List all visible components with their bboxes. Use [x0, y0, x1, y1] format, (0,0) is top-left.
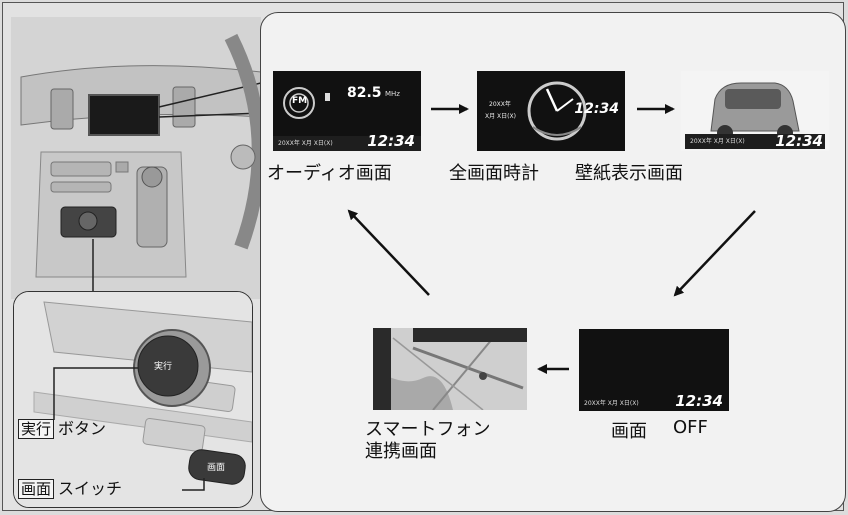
smartphone-label-line1: スマートフォン [365, 419, 491, 440]
audio-date-bar: 20XX年 X月 X日(X) [273, 136, 421, 151]
smartphone-label-line2: 連携画面 [365, 441, 437, 462]
wallpaper-time: 12:34 [775, 132, 823, 150]
arrow-smartphone-to-audio [347, 209, 430, 296]
clock-screen-label: 全画面時計 [449, 163, 539, 184]
wallpaper-screen: 20XX年 X月 X日(X) 12:34 [681, 71, 829, 151]
fm-icon [283, 87, 330, 119]
clock-screen: 20XX年 X月 X日(X) 12:34 [477, 71, 625, 151]
audio-frequency: 82.5 [347, 85, 382, 101]
off-screen-label-off: OFF [673, 417, 708, 438]
off-date-bar: 20XX年 X月 X日(X) [579, 396, 729, 411]
controls-zoom: 実行 画面 実行ボタン 画面スイッチ [13, 291, 253, 508]
audio-screen: FM 82.5 MHz 20XX年 X月 X日(X) 12:34 [273, 71, 421, 151]
off-time: 12:34 [675, 392, 723, 410]
wallpaper-screen-label: 壁紙表示画面 [575, 163, 683, 184]
arrow-wallpaper-to-off [673, 210, 756, 297]
screen-switch-label: 画面スイッチ [18, 479, 122, 499]
screen-box: 画面 [18, 479, 55, 499]
exec-button-label: 実行ボタン [18, 419, 106, 439]
off-date: 20XX年 X月 X日(X) [584, 400, 639, 407]
off-screen-label-main: 画面 [611, 421, 647, 442]
clock-time: 12:34 [574, 101, 619, 117]
audio-date: 20XX年 X月 X日(X) [278, 140, 333, 147]
controls-zoom-art [14, 292, 252, 507]
screen-switch-text: 画面 [207, 463, 226, 473]
wallpaper-date-bar: 20XX年 X月 X日(X) [685, 134, 825, 149]
audio-frequency-unit: MHz [385, 90, 400, 98]
exec-button-text: ボタン [58, 419, 107, 438]
screen-cycle-panel: FM 82.5 MHz 20XX年 X月 X日(X) 12:34 オーディオ画面… [260, 12, 846, 512]
audio-band: FM [292, 96, 308, 106]
audio-screen-label: オーディオ画面 [267, 163, 392, 184]
smartphone-screen [373, 328, 527, 410]
analog-clock-icon [527, 81, 587, 141]
screen-switch-label-text: スイッチ [58, 479, 123, 498]
clock-date: X月 X日(X) [485, 113, 516, 120]
map-icon [373, 328, 527, 410]
dashboard-illustration [11, 17, 261, 299]
clock-year: 20XX年 [489, 101, 511, 108]
wallpaper-date: 20XX年 X月 X日(X) [690, 138, 745, 145]
cycle-arrows [347, 104, 756, 374]
off-screen: 20XX年 X月 X日(X) 12:34 [579, 329, 729, 411]
exec-box: 実行 [18, 419, 55, 439]
exec-knob-text: 実行 [154, 362, 173, 372]
audio-time: 12:34 [367, 132, 415, 150]
